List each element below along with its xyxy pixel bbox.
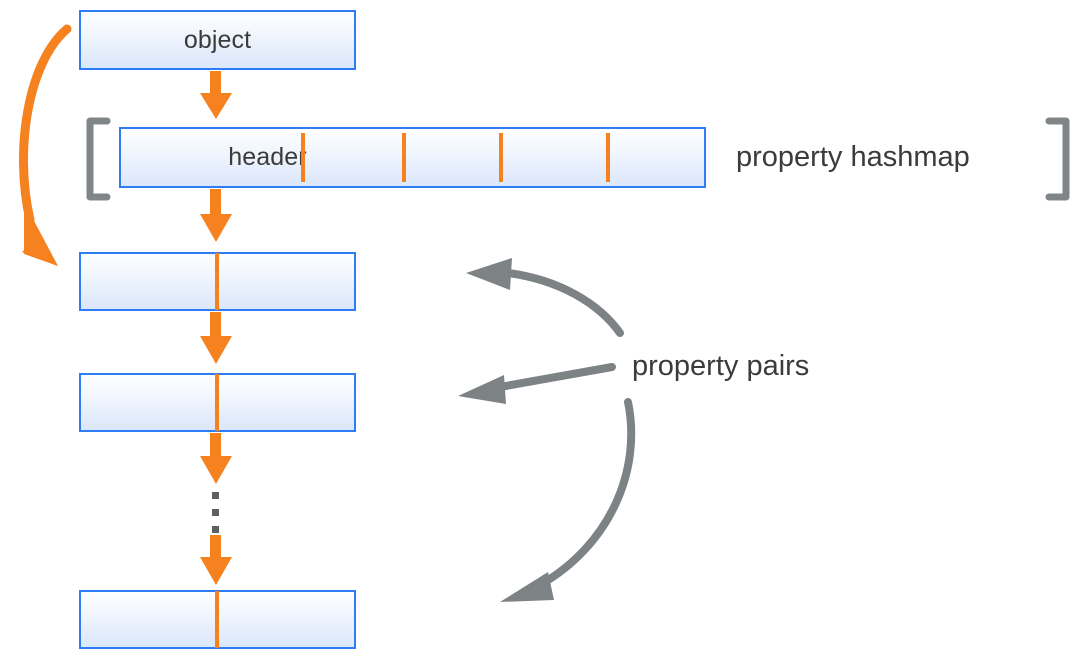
orange-down-arrow-icon	[200, 71, 232, 119]
header-divider-tick-2	[402, 133, 406, 182]
gray-right-bracket-icon	[1045, 117, 1070, 201]
property-hashmap-caption: property hashmap	[736, 141, 970, 173]
property-pair-divider-1	[215, 253, 219, 310]
header-divider-tick-4	[606, 133, 610, 182]
header-divider-tick-3	[499, 133, 503, 182]
property-hashmap-header-row[interactable]: header	[119, 127, 706, 188]
gray-left-bracket-icon	[86, 117, 111, 201]
property-pair-divider-3	[215, 591, 219, 648]
header-divider-tick-1	[301, 133, 305, 182]
orange-down-arrow-icon	[200, 312, 232, 364]
property-pairs-caption: property pairs	[632, 350, 810, 382]
property-pair-divider-2	[215, 374, 219, 431]
object-box-label: object	[183, 25, 252, 54]
orange-down-arrow-icon	[200, 433, 232, 484]
vertical-ellipsis-icon	[212, 492, 219, 533]
gray-callout-arrow-icon	[500, 398, 636, 602]
orange-down-arrow-icon	[200, 189, 232, 242]
gray-callout-arrow-icon	[466, 258, 624, 337]
object-box[interactable]: object	[79, 10, 356, 70]
orange-down-arrow-icon	[200, 535, 232, 585]
orange-curved-arrow-icon	[19, 24, 72, 266]
gray-callout-arrow-icon	[458, 363, 616, 404]
header-box-label: header	[228, 143, 307, 171]
